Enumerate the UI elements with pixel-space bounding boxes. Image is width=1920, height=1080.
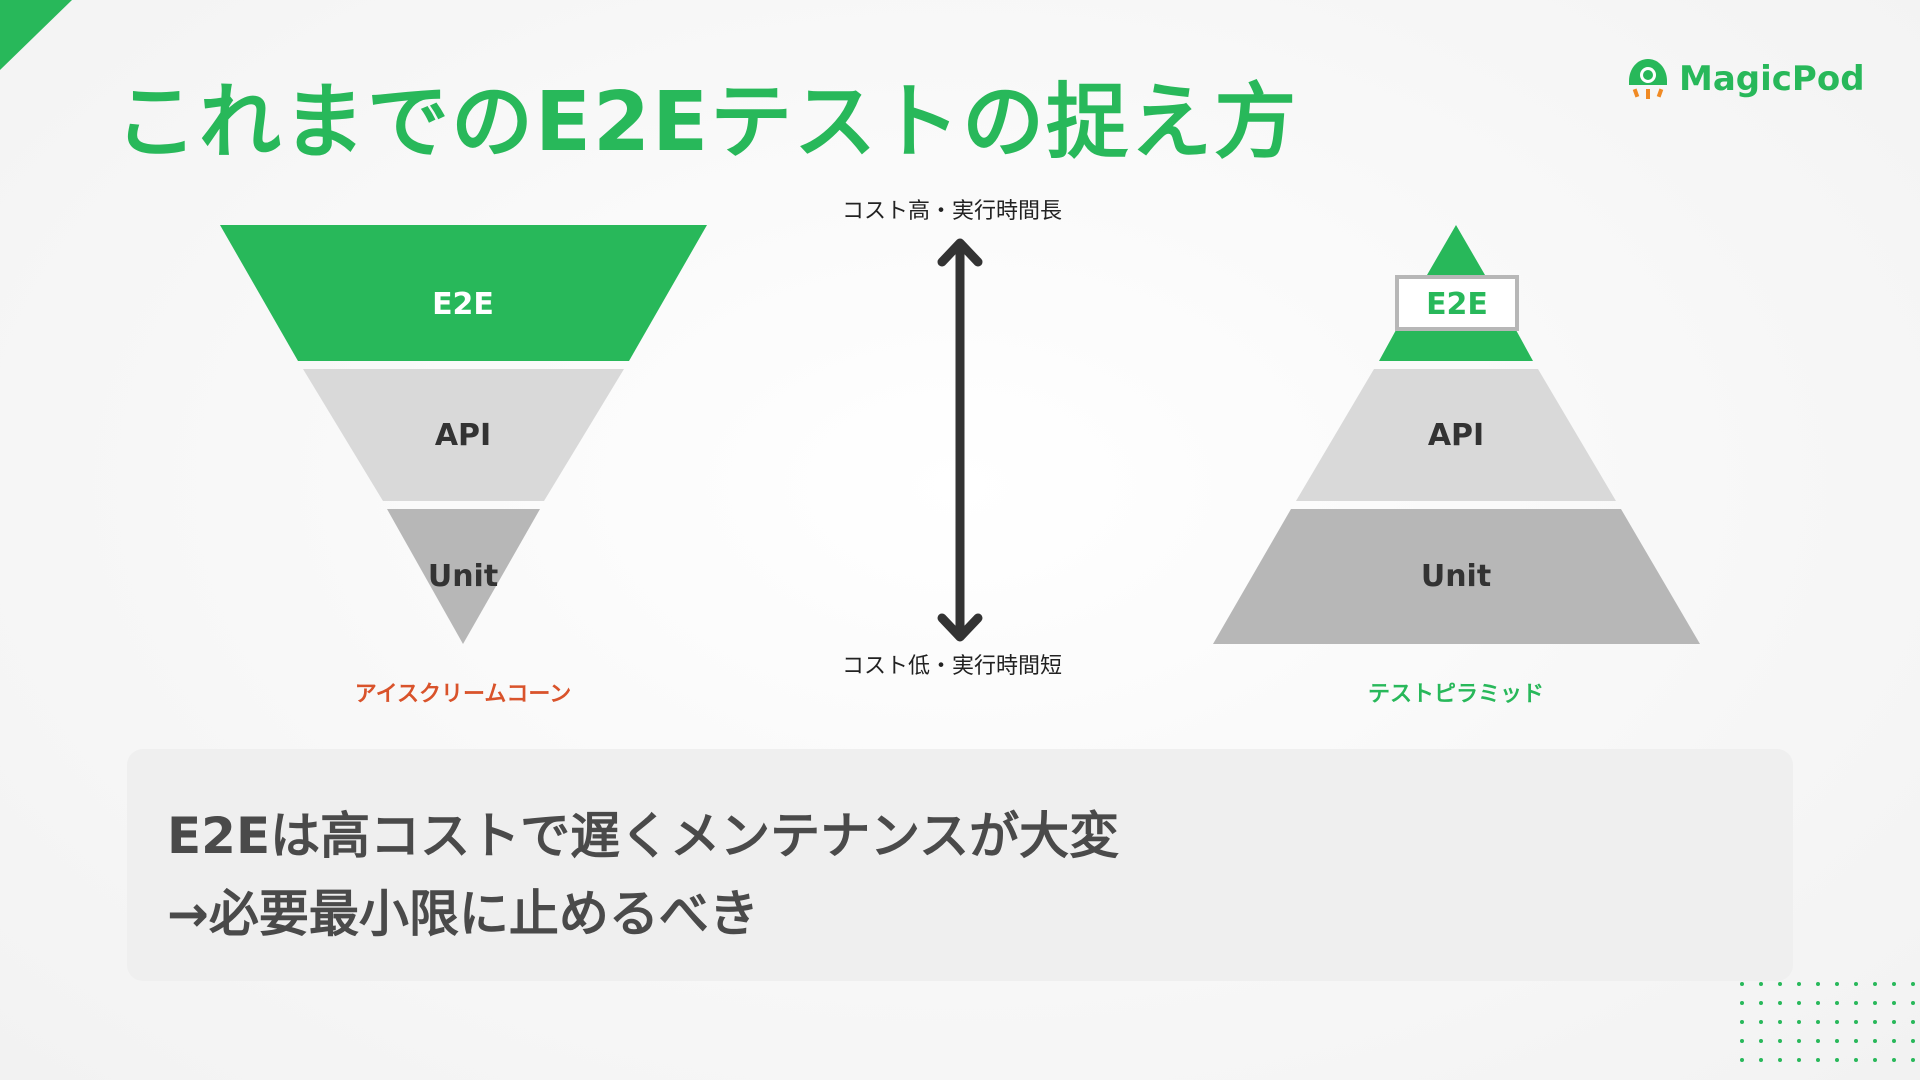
decor-dot bbox=[1892, 1001, 1896, 1005]
decor-dot bbox=[1835, 1058, 1839, 1062]
cone-label-e2e: E2E bbox=[432, 287, 494, 322]
decor-dot bbox=[1892, 1058, 1896, 1062]
diagram-canvas: E2E API Unit E2E API Unit bbox=[220, 225, 1700, 644]
rocket-icon bbox=[1629, 59, 1667, 99]
decor-dot bbox=[1759, 1039, 1763, 1043]
decor-dot bbox=[1778, 1001, 1782, 1005]
decor-dot bbox=[1740, 982, 1744, 986]
test-pyramid-label: テストピラミッド bbox=[1367, 682, 1544, 707]
decor-dot bbox=[1816, 1058, 1820, 1062]
summary-line-1: E2Eは高コストで遅くメンテナンスが大変 bbox=[167, 807, 1120, 865]
corner-accent bbox=[0, 0, 72, 70]
pyramid-label-api: API bbox=[1428, 418, 1484, 453]
decor-dot bbox=[1816, 982, 1820, 986]
decor-dot bbox=[1797, 1020, 1801, 1024]
decorative-dot-grid bbox=[1740, 982, 1915, 1062]
decor-dot bbox=[1835, 982, 1839, 986]
decor-dot bbox=[1759, 1058, 1763, 1062]
decor-dot bbox=[1854, 1001, 1858, 1005]
decor-dot bbox=[1759, 1001, 1763, 1005]
decor-dot bbox=[1797, 1001, 1801, 1005]
decor-dot bbox=[1892, 1039, 1896, 1043]
decor-dot bbox=[1759, 982, 1763, 986]
decor-dot bbox=[1911, 1058, 1915, 1062]
decor-dot bbox=[1854, 1039, 1858, 1043]
decor-dot bbox=[1873, 1001, 1877, 1005]
decor-dot bbox=[1740, 1039, 1744, 1043]
decor-dot bbox=[1873, 982, 1877, 986]
decor-dot bbox=[1740, 1001, 1744, 1005]
decor-dot bbox=[1778, 1058, 1782, 1062]
cone-layer-unit bbox=[387, 509, 540, 644]
decor-dot bbox=[1854, 1058, 1858, 1062]
decor-dot bbox=[1854, 982, 1858, 986]
cone-label-api: API bbox=[435, 418, 491, 453]
pyramid-label-unit: Unit bbox=[1421, 559, 1491, 594]
decor-dot bbox=[1892, 1020, 1896, 1024]
decor-dot bbox=[1854, 1020, 1858, 1024]
pyramid-e2e-box bbox=[1395, 275, 1519, 331]
pyramid-layer-e2e bbox=[1379, 330, 1533, 361]
decor-dot bbox=[1911, 1001, 1915, 1005]
decor-dot bbox=[1873, 1020, 1877, 1024]
magicpod-logo: MagicPod bbox=[1625, 55, 1865, 103]
decor-dot bbox=[1816, 1001, 1820, 1005]
pyramid-layer-api bbox=[1296, 369, 1616, 501]
decor-dot bbox=[1835, 1039, 1839, 1043]
arrow-bottom-text: コスト低・実行時間短 bbox=[842, 654, 1063, 679]
summary-box: E2Eは高コストで遅くメンテナンスが大変 →必要最小限に止めるべき bbox=[127, 749, 1793, 981]
decor-dot bbox=[1740, 1020, 1744, 1024]
decor-dot bbox=[1873, 1039, 1877, 1043]
decor-dot bbox=[1778, 1039, 1782, 1043]
cone-layer-e2e bbox=[220, 225, 707, 361]
decor-dot bbox=[1873, 1058, 1877, 1062]
arrow-top-text: コスト高・実行時間長 bbox=[842, 199, 1063, 224]
ice-cream-cone-label: アイスクリームコーン bbox=[354, 682, 572, 707]
pyramid-tip bbox=[1427, 225, 1485, 275]
page-title: これまでのE2Eテストの捉え方 bbox=[115, 75, 1299, 170]
ice-cream-cone: E2E API Unit bbox=[220, 225, 707, 644]
decor-dot bbox=[1778, 1020, 1782, 1024]
pyramid-layer-unit bbox=[1213, 509, 1700, 644]
decor-dot bbox=[1892, 982, 1896, 986]
cost-arrow bbox=[937, 238, 983, 642]
cone-label-unit: Unit bbox=[428, 559, 498, 594]
test-pyramid: E2E API Unit bbox=[1213, 225, 1700, 644]
decor-dot bbox=[1797, 1058, 1801, 1062]
decor-dot bbox=[1797, 982, 1801, 986]
decor-dot bbox=[1835, 1001, 1839, 1005]
decor-dot bbox=[1778, 982, 1782, 986]
summary-line-2: →必要最小限に止めるべき bbox=[167, 885, 759, 943]
cone-layer-api bbox=[303, 369, 624, 501]
pyramid-label-e2e: E2E bbox=[1426, 287, 1488, 322]
decor-dot bbox=[1816, 1039, 1820, 1043]
logo-text: MagicPod bbox=[1679, 59, 1865, 99]
decor-dot bbox=[1759, 1020, 1763, 1024]
decor-dot bbox=[1911, 982, 1915, 986]
decor-dot bbox=[1911, 1020, 1915, 1024]
decor-dot bbox=[1797, 1039, 1801, 1043]
decor-dot bbox=[1835, 1020, 1839, 1024]
decor-dot bbox=[1816, 1020, 1820, 1024]
decor-dot bbox=[1740, 1058, 1744, 1062]
decor-dot bbox=[1911, 1039, 1915, 1043]
